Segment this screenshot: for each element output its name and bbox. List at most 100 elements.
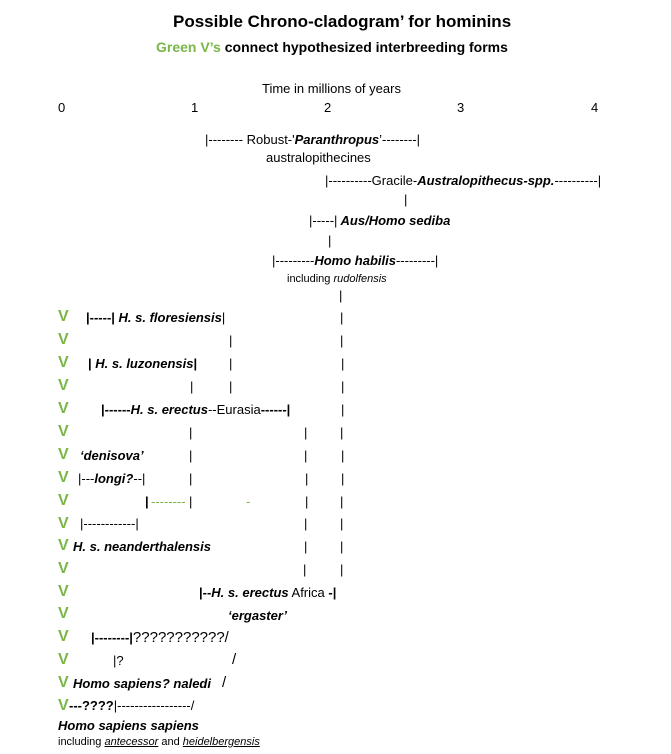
gracile-name: Australopithecus-spp. [417, 173, 555, 188]
robust-left: |-------- Robust-' [205, 132, 295, 147]
pipe-col-b-5: | [341, 402, 345, 417]
luzonensis-end: | [193, 356, 198, 371]
v-mark-12: V [58, 560, 69, 577]
habilis-left: |--------- [272, 253, 315, 268]
v-mark-3: V [58, 354, 69, 371]
sapiens-sub-prefix: including [58, 736, 105, 748]
v-mark-8: V [58, 469, 69, 486]
pipe-col-b-6: | [340, 425, 344, 440]
diagram-subtitle: Green V’s connect hypothesized interbree… [156, 40, 508, 54]
green-dash-line: -------- [151, 494, 186, 509]
pipe-col-l-8: | [189, 471, 193, 486]
pipe-col-c-11: | [304, 539, 308, 554]
subtitle-rest: connect hypothesized interbreeding forms [220, 39, 508, 55]
gracile-left: |----------Gracile- [325, 173, 418, 188]
gracile-australopithecus-line: |----------Gracile-Australopithecus-spp.… [325, 174, 601, 187]
sapiens-line-left: ---???? [69, 698, 114, 713]
pipe-col-b-11: | [340, 539, 344, 554]
diagram-title: Possible Chrono-cladogram’ for hominins [173, 12, 512, 31]
robust-right: ’--------| [379, 132, 421, 147]
pipe-col-b-3: | [341, 356, 345, 371]
qmarks-bracket: |--------| [91, 630, 133, 645]
v-mark-7: V [58, 446, 69, 463]
luzonensis-name: H. s. luzonensis [91, 356, 194, 371]
erectus-africa-right: -| [324, 585, 337, 600]
pipe-col-b-2: | [340, 333, 344, 348]
habilis-line: |---------Homo habilis---------| [272, 254, 438, 267]
pipe-col-l-4: | [190, 379, 194, 394]
antecessor-name: antecessor [104, 736, 159, 748]
v-mark-16: V [58, 651, 69, 668]
v-mark-2: V [58, 331, 69, 348]
dash-connector-line: |------------| [80, 516, 139, 531]
erectus-africa-line: |--H. s. erectus Africa -| [199, 586, 336, 599]
erectus-africa-name: H. s. erectus [211, 585, 289, 600]
rudolfensis-name: rudolfensis [333, 273, 387, 285]
sapiens-line-right: |-----------------/ [113, 698, 195, 713]
tick-2: 2 [324, 100, 332, 115]
australopithecines-label: australopithecines [266, 150, 371, 165]
denisova-label: ‘denisova’ [80, 448, 144, 463]
tick-0: 0 [58, 100, 66, 115]
subtitle-green-part: Green V’s [156, 39, 221, 55]
pipe-col-l-6: | [189, 425, 193, 440]
sediba-bracket: |-----| [309, 213, 338, 228]
pipe-col-b-7: | [341, 448, 345, 463]
sapiens-connector-line: ---????|-----------------/ [69, 699, 194, 712]
v-mark-14: V [58, 605, 69, 622]
v-mark-4: V [58, 377, 69, 394]
v-mark-1: V [58, 308, 69, 325]
pipe-col-c-7: | [304, 448, 308, 463]
erectus-left: |------ [101, 402, 131, 417]
pipe-col-b-8: | [341, 471, 345, 486]
floresiensis-line: |-----| H. s. floresiensis| [86, 311, 225, 324]
longi-right: --| [133, 471, 146, 486]
pipe-col-c-10: | [304, 516, 308, 531]
erectus-name: H. s. erectus [130, 402, 208, 417]
connector-2: | [328, 233, 332, 248]
longi-name: longi? [94, 471, 134, 486]
robust-paranthropus-line: |-------- Robust-'Paranthropus’--------| [205, 133, 420, 146]
tick-1: 1 [191, 100, 199, 115]
floresiensis-name: H. s. floresiensis [114, 310, 222, 325]
question-short: |? [113, 653, 124, 668]
pipe-col-l-7: | [189, 448, 193, 463]
neanderthalensis-label: H. s. neanderthalensis [73, 539, 211, 554]
time-axis-label: Time in millions of years [262, 81, 401, 96]
tick-4: 4 [591, 100, 599, 115]
habilis-right: ---------| [395, 253, 439, 268]
pipe-col-b-10: | [340, 516, 344, 531]
v-mark-13: V [58, 583, 69, 600]
connector-3: | [339, 288, 343, 303]
pipe-col-a-4: | [229, 379, 233, 394]
pipe-col-a-3: | [229, 356, 233, 371]
erectus-africa-left: |-- [199, 585, 212, 600]
v-mark-11: V [58, 537, 69, 554]
pipe-col-k-9: | [145, 494, 149, 509]
pipe-col-c-9: | [305, 494, 309, 509]
v-mark-15: V [58, 628, 69, 645]
heidelbergensis-name: heidelbergensis [182, 736, 260, 748]
slash-2: / [222, 674, 227, 691]
floresiensis-end: | [221, 310, 226, 325]
v-mark-9: V [58, 492, 69, 509]
pipe-col-c-12: | [303, 562, 307, 577]
erectus-region: --Eurasia [207, 402, 261, 417]
v-mark-17: V [58, 674, 69, 691]
green-dash-short: - [246, 494, 251, 509]
pipe-col-c-8: | [305, 471, 309, 486]
sediba-line: |-----| Aus/Homo sediba [309, 214, 450, 227]
v-mark-5: V [58, 400, 69, 417]
slash-1: / [232, 651, 237, 668]
sediba-name: Aus/Homo sediba [337, 213, 451, 228]
connector-1: | [404, 192, 408, 207]
erectus-eurasia-line: |------H. s. erectus--Eurasia------| [101, 403, 290, 416]
pipe-col-b-4: | [341, 379, 345, 394]
gracile-right: ----------| [554, 173, 602, 188]
v-mark-18: V [58, 697, 69, 714]
sapiens-sub-and: and [158, 736, 183, 748]
v-mark-6: V [58, 423, 69, 440]
floresiensis-bracket: |-----| [86, 310, 115, 325]
pipe-col-l-9: | [189, 494, 193, 509]
longi-left: |--- [78, 471, 95, 486]
